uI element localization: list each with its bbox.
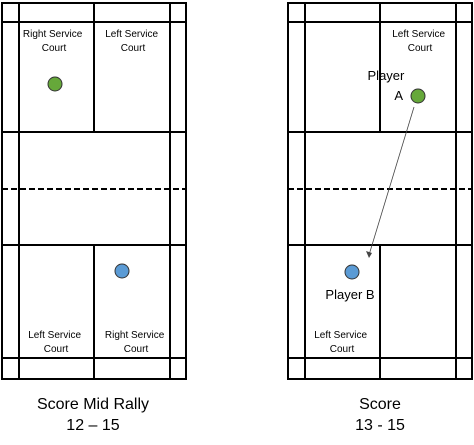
left-court-top-left-service-label: Left Service Court xyxy=(105,29,161,54)
arrow-head-icon xyxy=(366,251,372,258)
left-caption-score: 12 – 15 xyxy=(66,417,119,434)
right-court-top-service-label: Left Service Court xyxy=(392,29,448,54)
blue-shuttle-marker xyxy=(114,263,130,279)
left-court-bottom-right-service-label: Right Service Court xyxy=(105,330,167,355)
right-court: Left Service Court Player A Player B Lef… xyxy=(287,2,473,434)
right-court-bottom-service-label: Left Service Court xyxy=(314,330,370,355)
green-shuttle-marker xyxy=(47,76,63,92)
left-caption-title: Score Mid Rally xyxy=(37,396,149,413)
player-b-marker xyxy=(344,264,360,280)
service-trajectory-arrow xyxy=(368,106,415,256)
player-a-marker xyxy=(410,88,426,104)
left-court-bottom-left-service-label: Left Service Court xyxy=(28,330,84,355)
right-caption-title: Score xyxy=(359,396,401,413)
player-a-label: Player A xyxy=(368,68,408,103)
right-caption-score: 13 - 15 xyxy=(355,417,405,434)
player-b-label: Player B xyxy=(325,287,374,302)
left-court-top-right-service-label: Right Service Court xyxy=(23,29,85,54)
left-court: Right Service Court Left Service Court L… xyxy=(1,2,187,434)
